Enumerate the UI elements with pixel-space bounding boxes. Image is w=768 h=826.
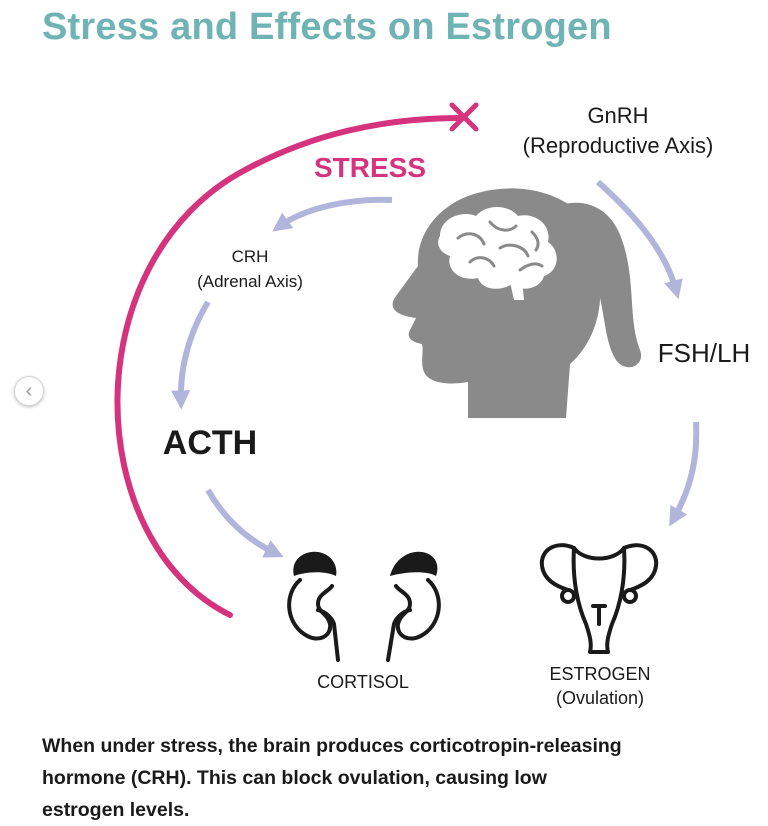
uterus-icon [539, 543, 659, 654]
page-title: Stress and Effects on Estrogen [42, 6, 612, 48]
arrow-gnrh-to-fshlh [596, 179, 683, 300]
crh-label-line1: CRH [231, 247, 269, 266]
estrogen-label: ESTROGEN (Ovulation) [525, 662, 675, 710]
estrogen-label-line1: ESTROGEN [549, 664, 651, 684]
previous-slide-button[interactable]: ‹ [14, 376, 44, 406]
gnrh-label: GnRH (Reproductive Axis) [498, 101, 738, 161]
acth-label: ACTH [162, 424, 258, 462]
brain-icon [438, 207, 557, 300]
gnrh-label-line1: GnRH [587, 103, 649, 128]
cortisol-label: CORTISOL [317, 672, 409, 692]
gnrh-label-line2: (Reproductive Axis) [522, 133, 714, 158]
caption-line1: When under stress, the brain produces co… [42, 735, 622, 757]
fsh-lh-label: FSH/LH [657, 338, 751, 368]
caption-line2: hormone (CRH). This can block ovulation,… [42, 767, 547, 789]
caption-line3: estrogen levels. [42, 799, 190, 821]
stress-arc [114, 115, 465, 618]
kidneys-icon [287, 551, 441, 662]
crh-label: CRH (Adrenal Axis) [170, 244, 330, 294]
arrow-fshlh-to-estrogen [669, 421, 700, 527]
caption: When under stress, the brain produces co… [42, 730, 762, 826]
arrow-stress-to-crh [272, 196, 393, 232]
arrow-crh-to-acth [171, 300, 211, 410]
arrow-acth-to-cortisol [205, 488, 284, 558]
stress-label: STRESS [313, 152, 427, 183]
crh-label-line2: (Adrenal Axis) [197, 272, 303, 291]
block-x-icon [449, 102, 479, 132]
chevron-left-icon: ‹ [25, 380, 33, 402]
estrogen-label-line2: (Ovulation) [555, 688, 645, 708]
